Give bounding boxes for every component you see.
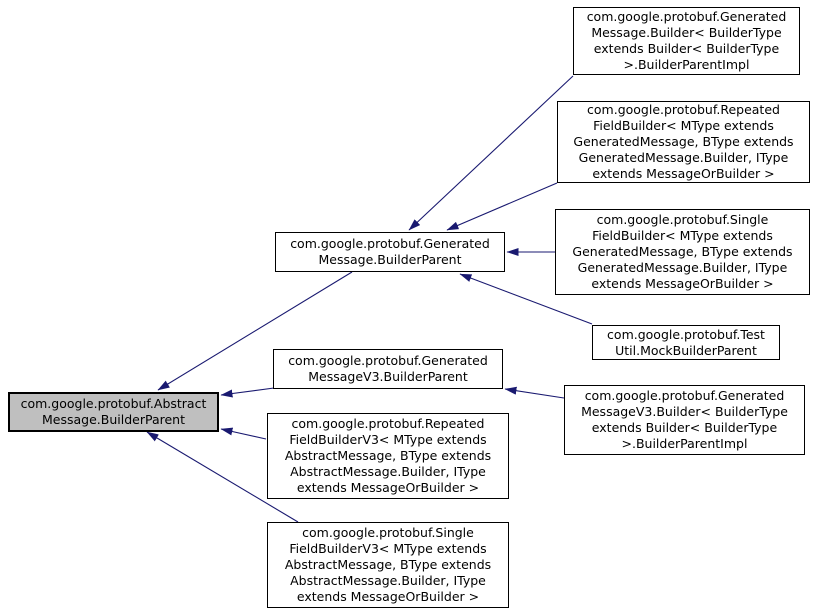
node-label: com.google.protobuf.Single FieldBuilder<… [572,212,793,291]
node-generated-message-builder-parent[interactable]: com.google.protobuf.Generated Message.Bu… [275,232,505,272]
node-label: com.google.protobuf.Generated Message.Bu… [586,9,787,72]
node-abstract-message-builder-parent: com.google.protobuf.Abstract Message.Bui… [8,392,219,432]
node-repeated-field-builder-v3[interactable]: com.google.protobuf.Repeated FieldBuilde… [267,413,509,499]
edge-gmv3-parent-to-abstract-parent [220,387,275,398]
node-generated-message-v3-builder[interactable]: com.google.protobuf.Generated MessageV3.… [564,385,805,455]
node-single-field-builder-v3[interactable]: com.google.protobuf.Single FieldBuilderV… [267,522,509,608]
node-generated-message-v3-builder-parent[interactable]: com.google.protobuf.Generated MessageV3.… [273,349,503,389]
node-test-util-mock-builder-parent[interactable]: com.google.protobuf.Test Util.MockBuilde… [592,325,780,360]
node-repeated-field-builder[interactable]: com.google.protobuf.Repeated FieldBuilde… [557,101,810,183]
edge-gm-parent-to-abstract-parent [157,271,353,391]
node-single-field-builder[interactable]: com.google.protobuf.Single FieldBuilder<… [555,209,810,295]
node-label: com.google.protobuf.Test Util.MockBuilde… [607,326,765,358]
node-label: com.google.protobuf.Generated MessageV3.… [288,353,488,384]
edge-single-v3-to-abstract-parent [146,431,299,523]
node-label: com.google.protobuf.Repeated FieldBuilde… [284,416,492,495]
node-label: com.google.protobuf.Generated MessageV3.… [581,388,788,451]
edge-test-util-to-gm-parent [459,273,593,325]
node-label: com.google.protobuf.Abstract Message.Bui… [20,396,207,427]
node-label: com.google.protobuf.Repeated FieldBuilde… [573,102,794,181]
edge-gm-builder-to-gm-parent [408,75,574,231]
edge-repeated-builder-to-gm-parent [446,182,558,231]
edge-repeated-v3-to-abstract-parent [220,427,267,440]
node-label: com.google.protobuf.Single FieldBuilderV… [284,525,492,604]
node-generated-message-builder[interactable]: com.google.protobuf.Generated Message.Bu… [573,7,800,75]
node-label: com.google.protobuf.Generated Message.Bu… [290,236,490,267]
edge-gmv3-builder-to-gmv3-parent [504,386,565,399]
